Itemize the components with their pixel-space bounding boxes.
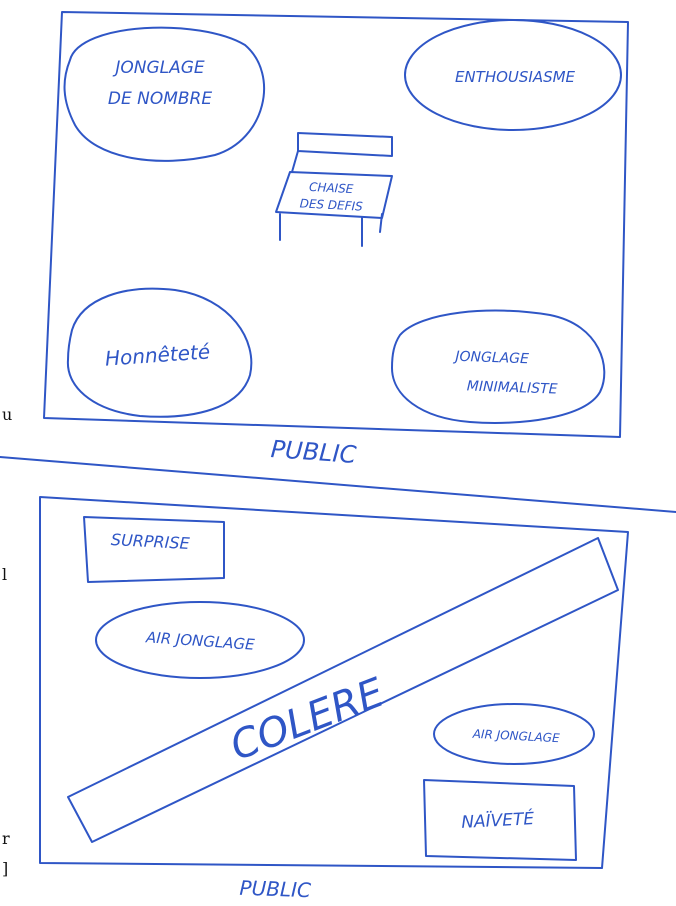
zone-enthousiasme-label: ENTHOUSIASME (455, 68, 576, 86)
chair-legs (280, 214, 382, 246)
stage-1-audience-label: PUBLIC (270, 435, 358, 469)
zone-air-jonglage-right: AIR JONGLAGE (434, 704, 594, 764)
chaise-label-1: CHAISE (309, 180, 354, 196)
stage-2-outline (40, 497, 628, 868)
chaise-des-defis: CHAISE DES DEFIS (276, 133, 392, 246)
stage-1: JONGLAGE DE NOMBRE ENTHOUSIASME CHAISE D… (44, 12, 628, 469)
zone-air-jonglage-left: AIR JONGLAGE (96, 602, 304, 678)
zone-air-jonglage-right-label: AIR JONGLAGE (471, 727, 560, 746)
zone-surprise: SURPRISE (84, 517, 224, 582)
zone-jonglage-de-nombre: JONGLAGE DE NOMBRE (65, 28, 265, 161)
margin-fragment-3: r (2, 829, 10, 848)
zone-jonglage-minimaliste-ellipse (392, 311, 604, 423)
margin-fragments: u l r ] (2, 405, 12, 878)
chair-back (292, 133, 392, 172)
zone-air-jonglage-left-label: AIR JONGLAGE (145, 628, 256, 654)
zone-naivete-label: NAÏVETÉ (461, 807, 535, 833)
zone-jonglage-minimaliste-label-1: JONGLAGE (452, 349, 529, 368)
stage-2-audience-label: PUBLIC (239, 876, 311, 902)
stage-2: SURPRISE COLERE AIR JONGLAGE AIR JONGLAG… (40, 497, 628, 902)
zone-jonglage-de-nombre-label-1: JONGLAGE (112, 58, 205, 78)
zone-jonglage-minimaliste-label-2: MINIMALISTE (467, 378, 558, 397)
zone-jonglage-minimaliste: JONGLAGE MINIMALISTE (392, 311, 604, 423)
margin-fragment-4: ] (2, 859, 8, 878)
margin-fragment-2: l (2, 565, 7, 584)
zone-surprise-label: SURPRISE (110, 530, 191, 553)
zone-naivete: NAÏVETÉ (424, 780, 576, 860)
zone-colere-label: COLERE (224, 669, 391, 770)
zone-jonglage-de-nombre-label-2: DE NOMBRE (108, 89, 212, 109)
zone-colere: COLERE (68, 538, 618, 842)
margin-fragment-1: u (2, 405, 12, 424)
zone-honnetete: Honnêteté (68, 289, 251, 417)
chaise-label-2: DES DEFIS (299, 196, 363, 213)
zone-enthousiasme: ENTHOUSIASME (405, 20, 621, 130)
zone-honnetete-label: Honnêteté (104, 339, 211, 370)
